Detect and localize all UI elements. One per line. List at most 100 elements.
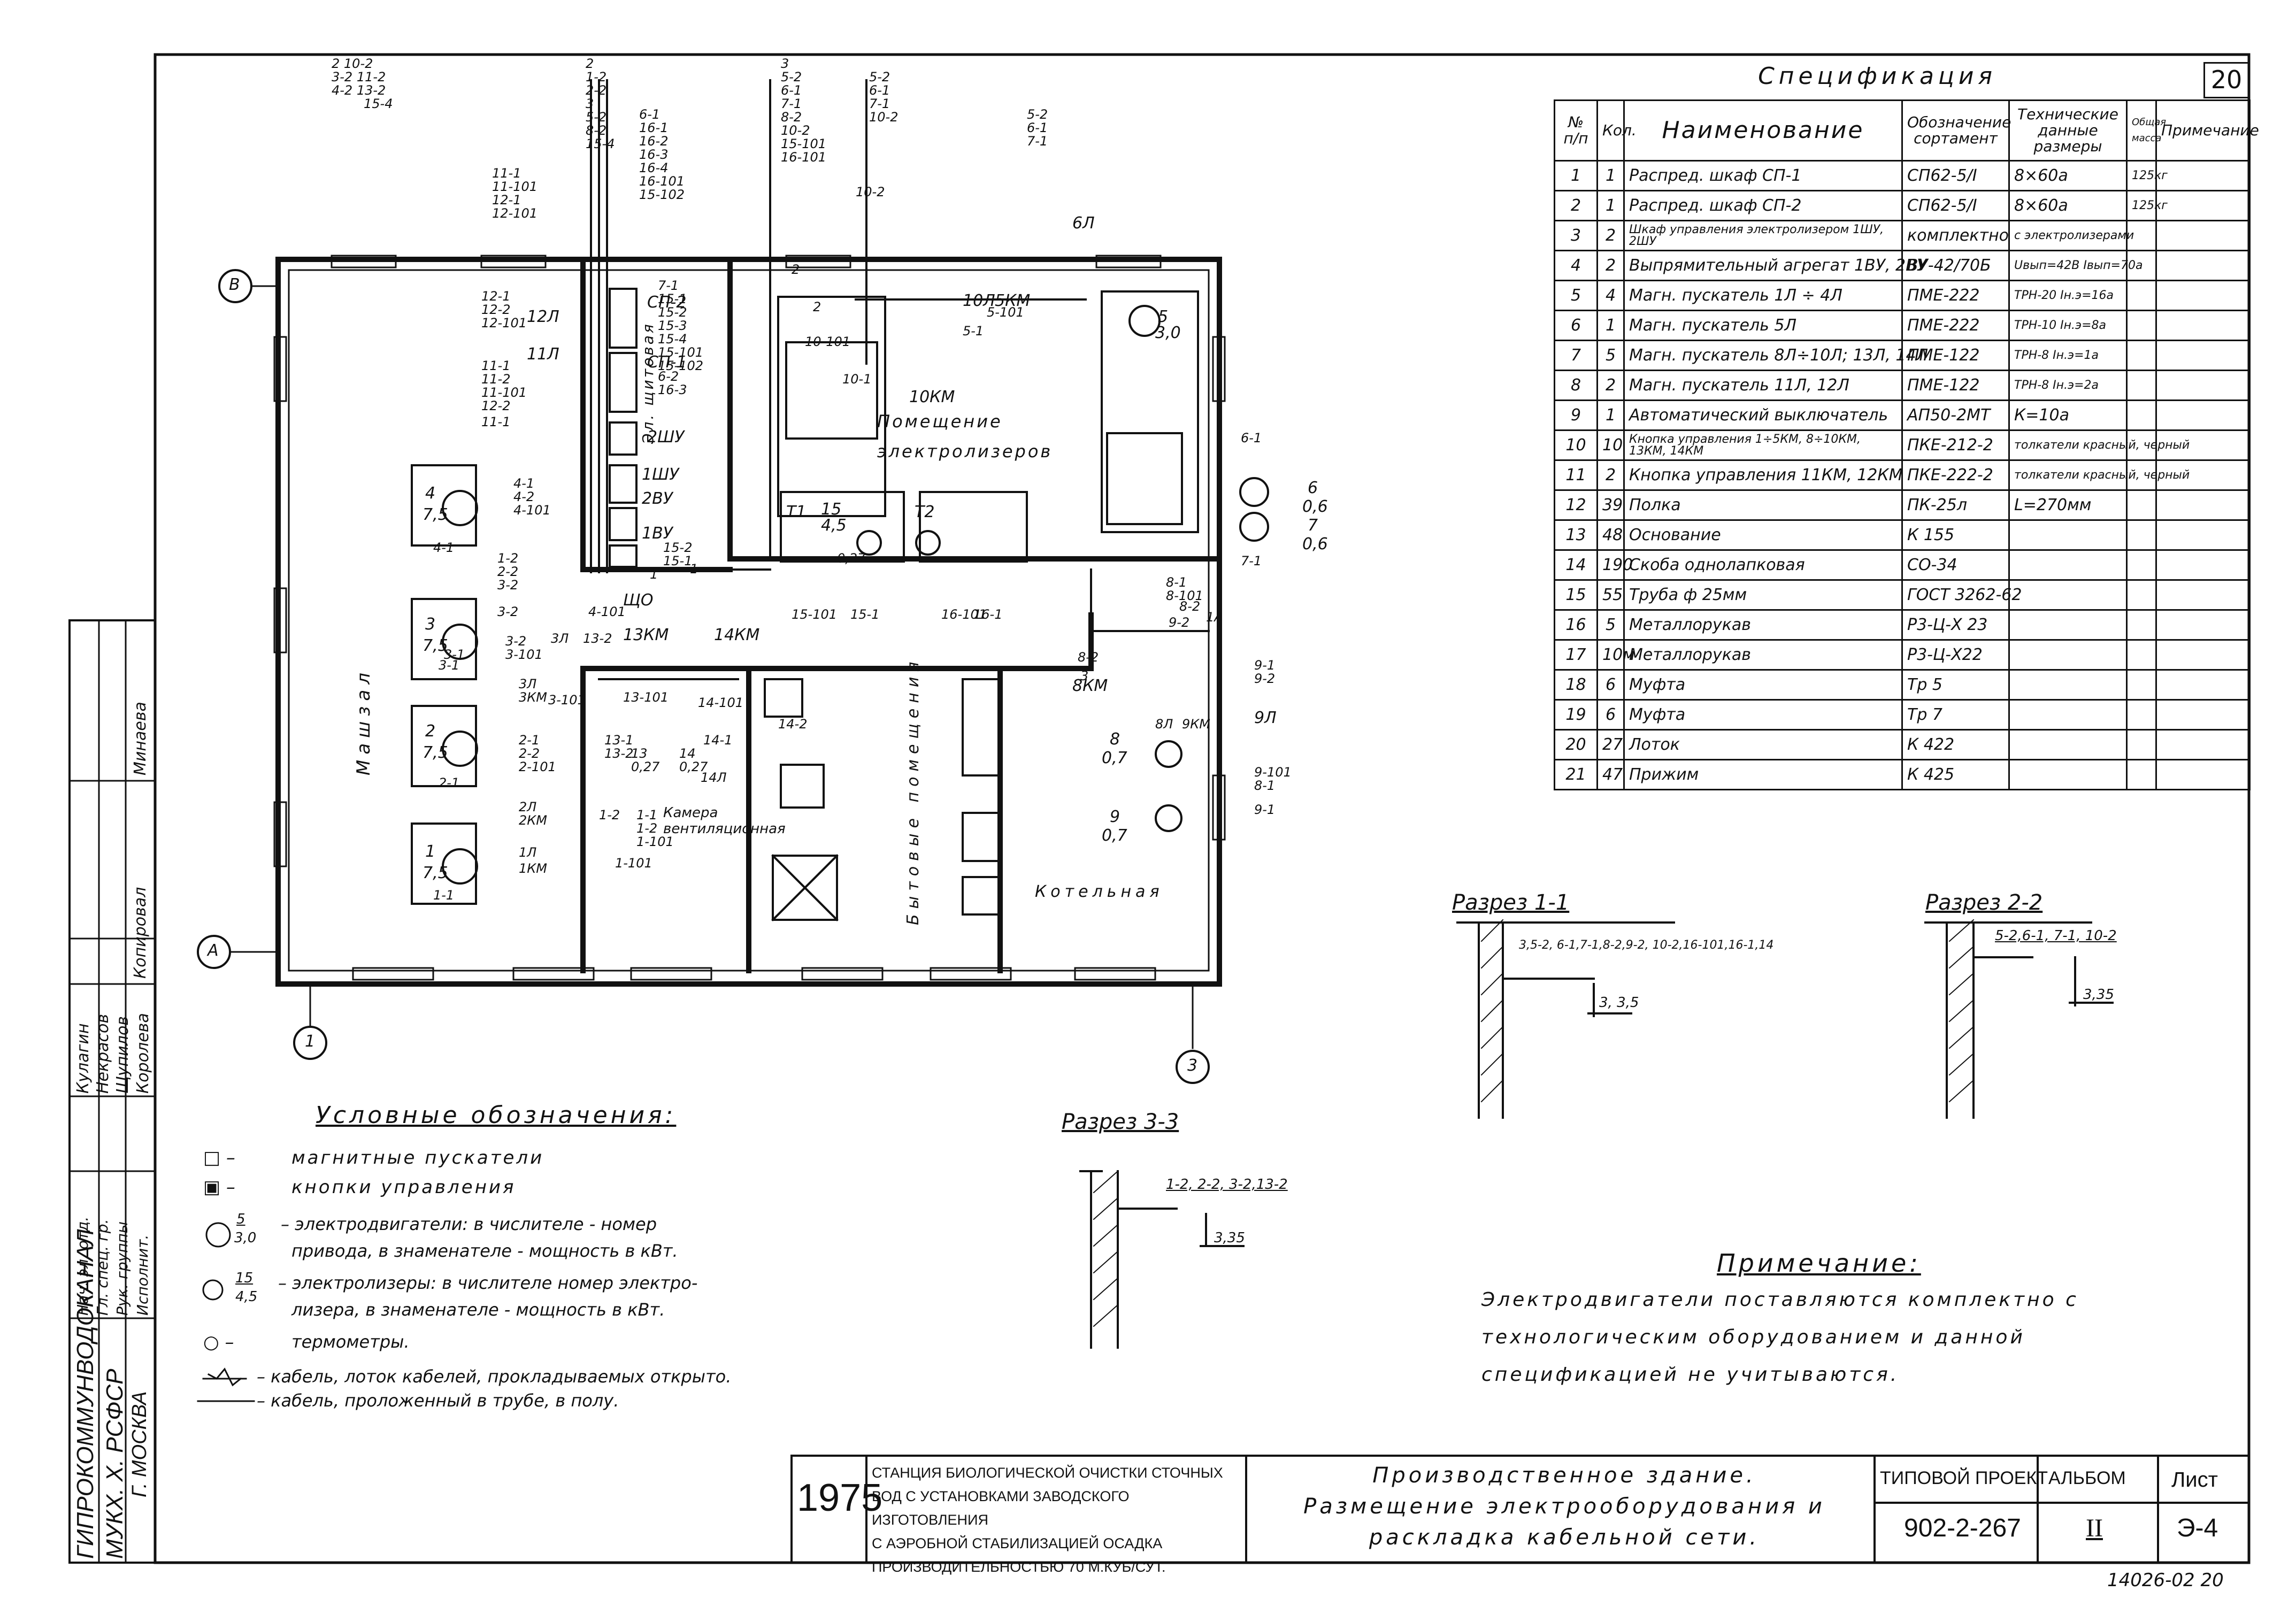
stamp-name-3: Щупилов [113, 1016, 132, 1094]
spec-cell-mass [2126, 310, 2157, 341]
tb-sheet-label: Лист [2171, 1468, 2218, 1492]
cable-label: 10-2 [781, 123, 810, 138]
spec-cell-name: Распред. шкаф СП-2 [1623, 190, 1903, 221]
spec-cell-no: 3 [1554, 220, 1598, 251]
spec-cell-tech [2008, 519, 2128, 551]
axis-1: 1 [305, 1032, 316, 1051]
spec-cell-des: ПМЕ-122 [1901, 340, 2010, 371]
spec-cell-des: СП62-5/I [1901, 160, 2010, 191]
spec-cell-no: 10 [1554, 429, 1598, 461]
tb-station-1: СТАНЦИЯ БИОЛОГИЧЕСКОЙ ОЧИСТКИ СТОЧНЫХ [872, 1465, 1223, 1481]
spec-cell-mass: 125кг [2126, 190, 2168, 221]
spec-cell-tech: L=270мм [2008, 489, 2128, 521]
room-electrolyzers: Помещение электролизеров [877, 411, 1053, 462]
cable-label: 15-2 [658, 305, 687, 320]
spec-cell-no: 14 [1554, 549, 1598, 581]
rectifier-2vu: 2ВУ [642, 489, 673, 508]
spec-cell-mass [2126, 669, 2157, 701]
cable-label: 15-4 [586, 136, 615, 151]
spec-cell-qty: 1 [1596, 160, 1625, 191]
spec-cell-mass [2126, 759, 2157, 790]
button-10km: 10КМ [909, 388, 955, 406]
cable-label: 4-2 [513, 489, 535, 504]
spec-cell-no: 8 [1554, 370, 1598, 401]
cable-label: 6-1 [1027, 120, 1048, 135]
starter-6l: 6Л [1072, 214, 1095, 233]
cable-label: 1КМ [519, 861, 548, 876]
spec-cell-mass [2126, 370, 2157, 401]
spec-cell-mass [2126, 489, 2157, 521]
spec-cell-tech: К=10а [2008, 399, 2128, 431]
cable-label: 12-1 [492, 193, 521, 207]
starter-11l: 11Л [527, 345, 559, 364]
note-line-2: технологическим оборудованием и данной [1481, 1326, 2025, 1348]
spec-cell-note [2155, 280, 2251, 311]
spec-cell-no: 18 [1554, 669, 1598, 701]
cable-label: 11-1 [481, 414, 511, 429]
cable-label: 3Л [519, 677, 537, 691]
spec-cell-des: СО-34 [1901, 549, 2010, 581]
cable-label: 1-1 [433, 888, 455, 903]
spec-cell-no: 5 [1554, 280, 1598, 311]
spec-cell-qty: 4 [1596, 280, 1625, 311]
cable-label: 3 [1080, 668, 1089, 683]
cable-label: 7-1 [869, 96, 890, 111]
spec-cell-mass [2126, 579, 2157, 611]
cable-label: 16-2 [639, 134, 669, 149]
spec-cell-des: К 155 [1901, 519, 2010, 551]
cable-label: 15-101 [658, 345, 704, 360]
cabinet-2shu: 2ШУ [647, 428, 685, 447]
stamp-name-2: Некрасов [94, 1013, 112, 1094]
cable-label: 15-1 [663, 554, 693, 568]
spec-cell-name: Лоток [1623, 729, 1903, 760]
cable-label: 0,27 [837, 551, 866, 566]
cable-label: 4-1 [433, 540, 455, 555]
section-1-1-title: Разрез 1-1 [1452, 890, 1570, 915]
spec-cell-qty: 2 [1596, 370, 1625, 401]
cable-label: 2-2 [586, 83, 607, 98]
tb-year: 1975 [797, 1477, 883, 1519]
spec-cell-mass [2126, 399, 2157, 431]
spec-col-qty: Кол. [1596, 99, 1637, 162]
cable-label: 1 [650, 567, 658, 582]
spec-cell-qty: 48 [1596, 519, 1625, 551]
spec-cell-no: 11 [1554, 459, 1598, 491]
cable-label: 3 [586, 96, 594, 111]
cable-label: 4-101 [513, 503, 551, 518]
spec-cell-name: Металлорукав [1623, 639, 1903, 671]
cable-label: 1-2 [586, 70, 607, 84]
spec-cell-no: 16 [1554, 609, 1598, 641]
tb-proj-no: 902-2-267 [1904, 1514, 2021, 1542]
spec-cell-note [2155, 699, 2251, 731]
cable-label: 14-2 [778, 717, 808, 732]
room-byt: Бытовые помещения [904, 656, 923, 925]
cable-label: 0,27 [679, 759, 708, 774]
spec-cell-tech [2008, 759, 2128, 790]
spec-cell-tech: ТРН-8 Iн.э=1а [2008, 340, 2128, 371]
cable-label: 13-2 [604, 746, 634, 761]
cable-label: 12-2 [481, 302, 511, 317]
spec-header-row: № п/п Кол. Наименование Обозначение сорт… [1554, 99, 2259, 162]
cable-label: 8-1 [1166, 575, 1187, 590]
legend-starter: магнитные пускатели [291, 1147, 544, 1169]
spec-cell-tech [2008, 699, 2128, 731]
spec-cell-tech [2008, 729, 2128, 760]
transformer-t2: Т2 [915, 503, 935, 521]
legend-motor-2: привода, в знаменателе - мощность в кВт. [291, 1241, 678, 1261]
spec-cell-des: К 422 [1901, 729, 2010, 760]
spec-cell-qty: 2 [1596, 459, 1625, 491]
legend-sym-thermo: ○ – [203, 1332, 234, 1353]
spec-cell-no: 1 [1554, 160, 1598, 191]
legend-sym-button: ▣ – [203, 1177, 235, 1198]
spec-cell-qty: 190 [1596, 549, 1633, 581]
axis-a: А [208, 941, 219, 960]
cable-label: 6-1 [639, 107, 661, 122]
